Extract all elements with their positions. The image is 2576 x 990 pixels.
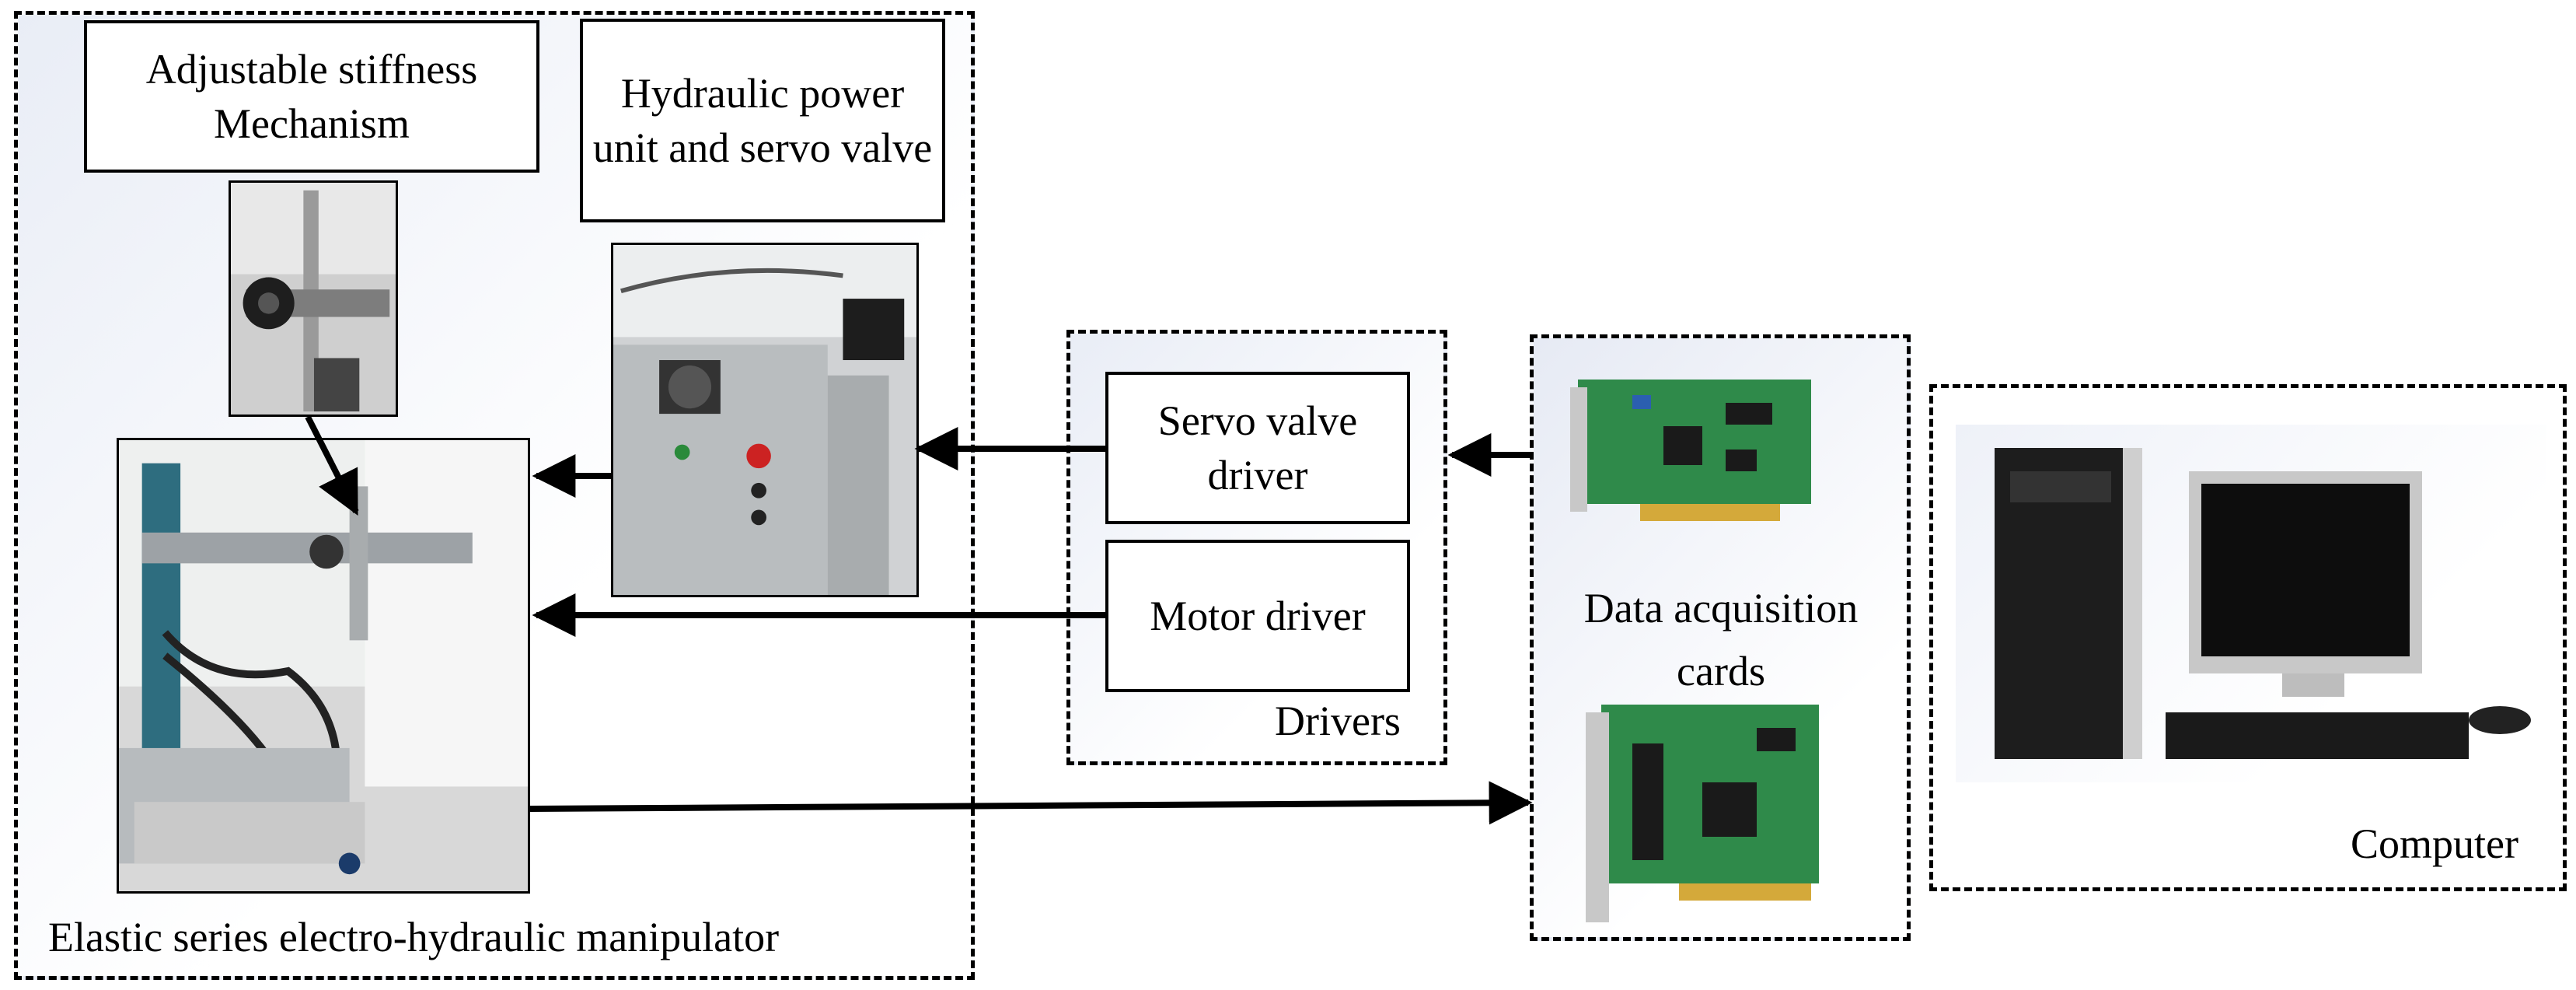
arrow-manipulator-to-daq bbox=[529, 781, 1533, 825]
stiffness-mechanism-label: Adjustable stiffness Mechanism bbox=[84, 20, 539, 173]
arrow-stiffness-to-manipulator bbox=[305, 415, 359, 516]
computer-group-caption: Computer bbox=[2351, 820, 2518, 867]
motor-driver-box: Motor driver bbox=[1105, 540, 1410, 692]
hydraulic-unit-photo bbox=[611, 243, 919, 597]
computer-group bbox=[1929, 384, 2567, 891]
daq-group-caption: Data acquisition cards bbox=[1583, 585, 1859, 694]
stiffness-mechanism-photo bbox=[229, 180, 398, 417]
daq-card-photo-bottom bbox=[1586, 697, 1827, 930]
daq-card-photo-top bbox=[1570, 372, 1819, 537]
servo-valve-driver-box: Servo valve driver bbox=[1105, 372, 1410, 524]
hydraulic-unit-label: Hydraulic power unit and servo valve bbox=[580, 19, 945, 222]
manipulator-group-caption: Elastic series electro-hydraulic manipul… bbox=[48, 914, 780, 960]
drivers-group-caption: Drivers bbox=[1275, 698, 1401, 744]
computer-photo bbox=[1956, 425, 2546, 782]
